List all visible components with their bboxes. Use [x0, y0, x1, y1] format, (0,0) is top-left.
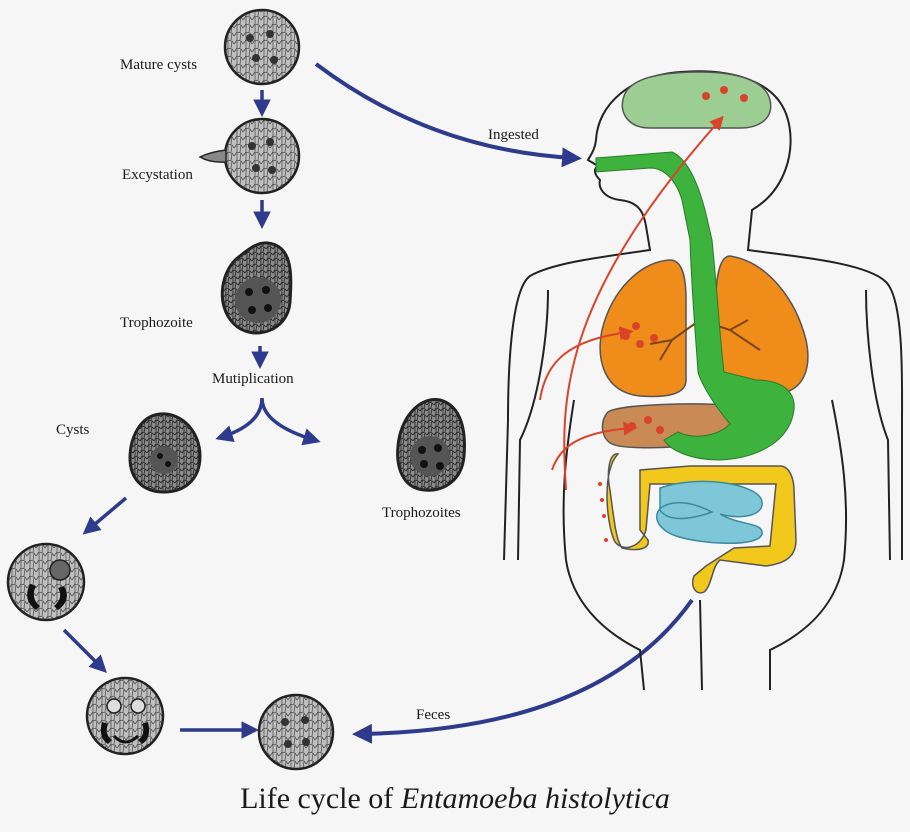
label-trophozoite: Trophozoite [120, 315, 193, 331]
ingested-arrow [314, 62, 582, 168]
feces-dots [598, 482, 608, 542]
excysting-cyst [198, 117, 301, 195]
figure-caption: Life cycle of Entamoeba histolytica [0, 784, 910, 814]
blood-dissemination-paths [539, 115, 724, 491]
caption-species: Entamoeba histolytica [400, 782, 670, 815]
tetranucleate-cyst [257, 693, 335, 771]
trophozoites-cell [396, 398, 466, 492]
intestines [606, 453, 797, 594]
arrow-to-binucleate-cyst [62, 628, 107, 673]
label-excystation: Excystation [122, 167, 193, 183]
human-body-outline [503, 70, 904, 691]
label-cysts: Cysts [56, 422, 90, 438]
esophagus-stomach [595, 151, 795, 461]
label-mature-cysts: Mature cysts [120, 57, 198, 73]
label-multiplication: Mutiplication [212, 371, 294, 387]
arrow-to-precyst [82, 496, 128, 535]
caption-prefix: Life cycle of [240, 782, 401, 815]
brain [621, 71, 772, 129]
label-ingested: Ingested [488, 127, 539, 143]
precyst [6, 542, 86, 622]
binucleate-cyst [85, 676, 165, 756]
label-feces: Feces [416, 707, 451, 723]
cyst-trophozoite-cell [128, 412, 202, 494]
trophozoite-cell [220, 241, 293, 335]
mature-cyst [223, 8, 301, 86]
label-trophozoites: Trophozoites [382, 505, 461, 521]
multiplication-split-arrow [215, 397, 321, 446]
feces-arrow [352, 598, 694, 744]
